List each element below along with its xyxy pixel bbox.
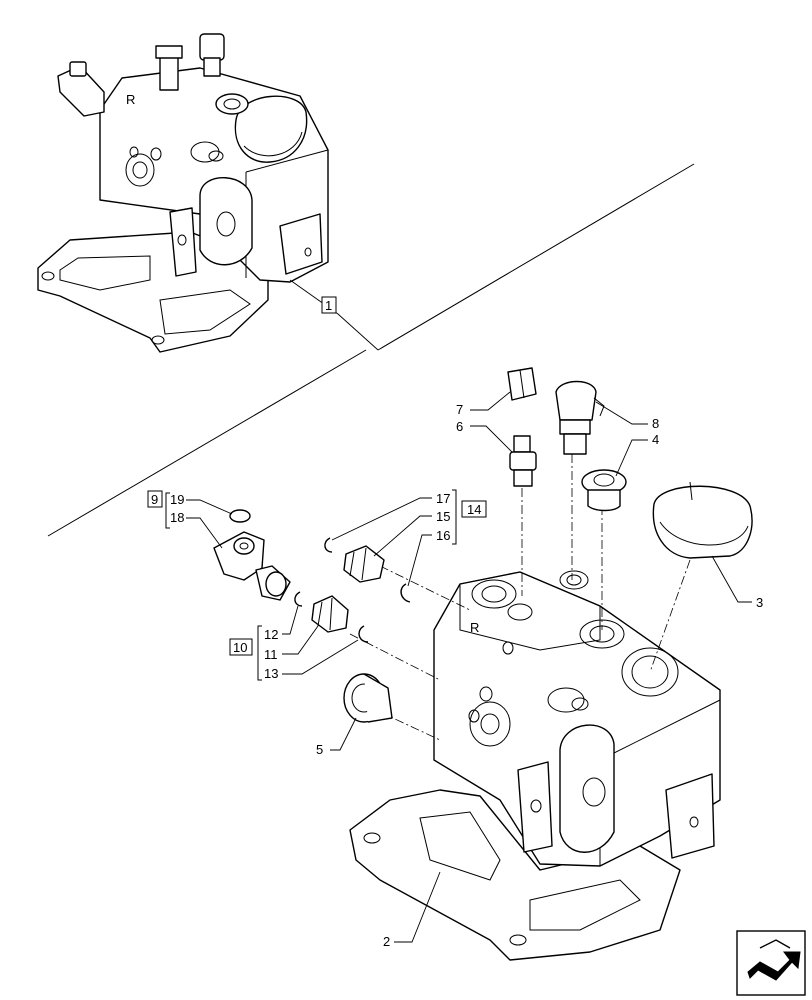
callout-8: 8 <box>595 401 659 431</box>
callout-label-17: 17 <box>436 491 450 506</box>
callout-label-9: 9 <box>151 492 158 507</box>
callout-label-19: 19 <box>170 492 184 507</box>
callout-label-4: 4 <box>652 432 659 447</box>
valve-body: R <box>349 570 721 961</box>
part-8-quick-coupler <box>555 380 605 455</box>
callout-3: 3 <box>711 555 763 610</box>
part-16-o-ring <box>400 583 411 603</box>
callout-1: 1 <box>289 279 379 351</box>
callout-label-11: 11 <box>264 647 278 662</box>
callout-label-7: 7 <box>456 402 463 417</box>
callout-label-5: 5 <box>316 742 323 757</box>
callout-2: 2 <box>383 871 441 949</box>
callout-label-1: 1 <box>325 298 332 313</box>
part-3-cap <box>652 481 753 559</box>
lower-casting-mark: R <box>470 620 479 635</box>
part-19-o-ring <box>229 509 251 523</box>
callout-5: 5 <box>316 717 357 757</box>
callout-label-3: 3 <box>756 595 763 610</box>
part-17-o-ring <box>324 537 333 553</box>
callout-label-16: 16 <box>436 528 450 543</box>
callout-label-8: 8 <box>652 416 659 431</box>
part-12-o-ring <box>294 591 303 607</box>
callout-label-18: 18 <box>170 510 184 525</box>
callout-label-13: 13 <box>264 666 278 681</box>
callout-7: 7 <box>456 391 511 417</box>
part-4-plug <box>581 469 627 512</box>
part-15-adapter <box>343 545 385 583</box>
callout-group-9: 9 19 18 <box>147 490 233 549</box>
callout-label-14: 14 <box>467 502 481 517</box>
part-18-tee-fitting <box>213 531 291 601</box>
callout-label-2: 2 <box>383 934 390 949</box>
part-6-fitting <box>509 435 537 487</box>
callout-label-6: 6 <box>456 419 463 434</box>
part-5-plug <box>343 673 393 723</box>
callout-label-10: 10 <box>233 640 247 655</box>
callout-4: 4 <box>615 432 659 477</box>
upper-casting-mark: R <box>126 92 135 107</box>
callout-6: 6 <box>456 419 513 453</box>
upper-assembly-view: R <box>37 33 329 353</box>
alignment-lines <box>349 454 691 741</box>
part-13-o-ring <box>358 625 369 643</box>
view-separator-line <box>47 163 695 537</box>
part-11-adapter <box>311 595 349 633</box>
callout-label-12: 12 <box>264 627 278 642</box>
callout-group-14: 14 17 15 16 <box>331 489 487 587</box>
callout-label-15: 15 <box>436 509 450 524</box>
arrow-navigation-icon[interactable] <box>736 930 806 996</box>
callout-group-10: 10 12 11 13 <box>229 605 359 681</box>
part-7-hex-nut <box>507 367 537 401</box>
